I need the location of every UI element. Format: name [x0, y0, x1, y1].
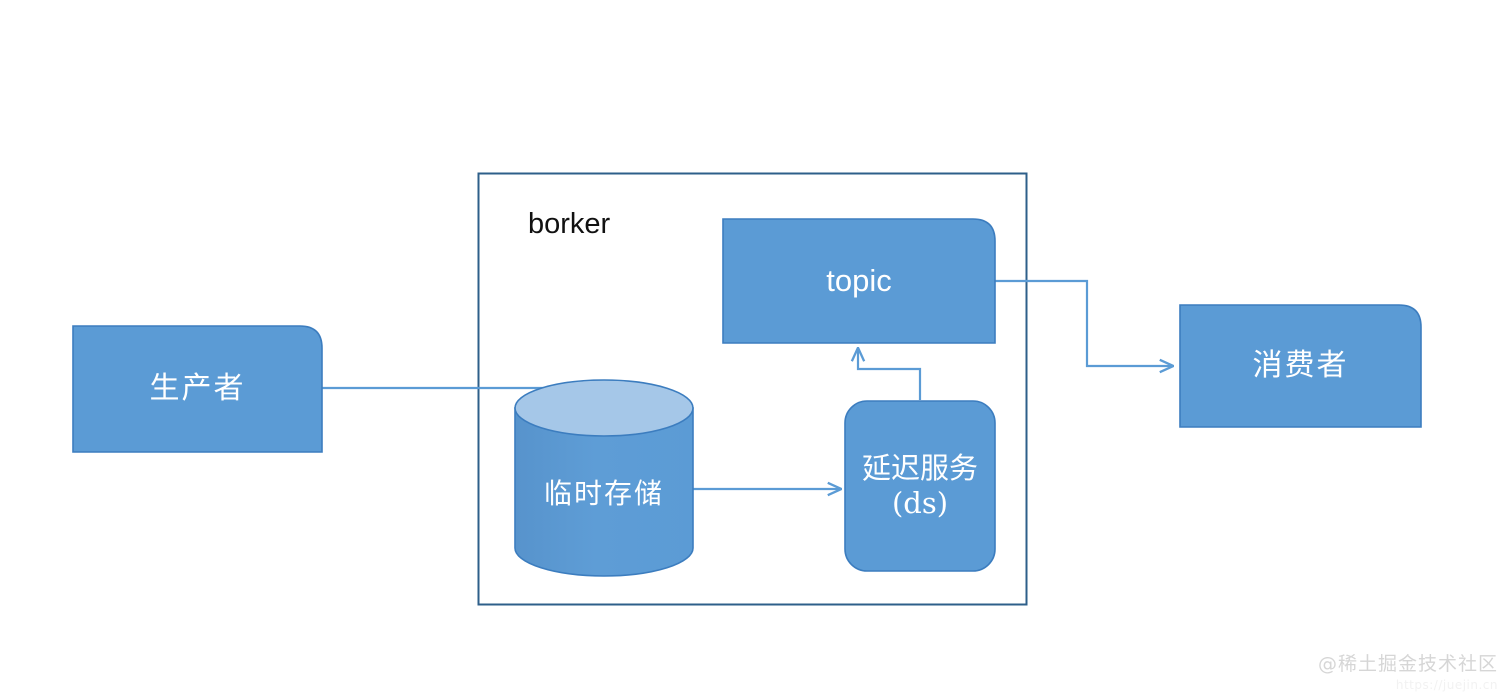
- watermark-url: https://juejin.cn: [1395, 678, 1498, 692]
- node-temporary-storage[interactable]: [514, 379, 694, 577]
- watermark: @稀土掘金技术社区 https://juejin.cn: [1318, 649, 1498, 692]
- node-producer[interactable]: [72, 325, 323, 453]
- node-topic[interactable]: [722, 218, 996, 344]
- edge-delay-service-to-topic: [858, 348, 922, 400]
- watermark-text: @稀土掘金技术社区: [1317, 653, 1498, 675]
- node-delay-service[interactable]: [844, 400, 996, 572]
- broker-label: borker: [528, 208, 611, 240]
- cylinder-top-ellipse: [514, 379, 694, 437]
- node-consumer[interactable]: [1179, 304, 1422, 428]
- edge-topic-to-consumer: [995, 279, 1173, 366]
